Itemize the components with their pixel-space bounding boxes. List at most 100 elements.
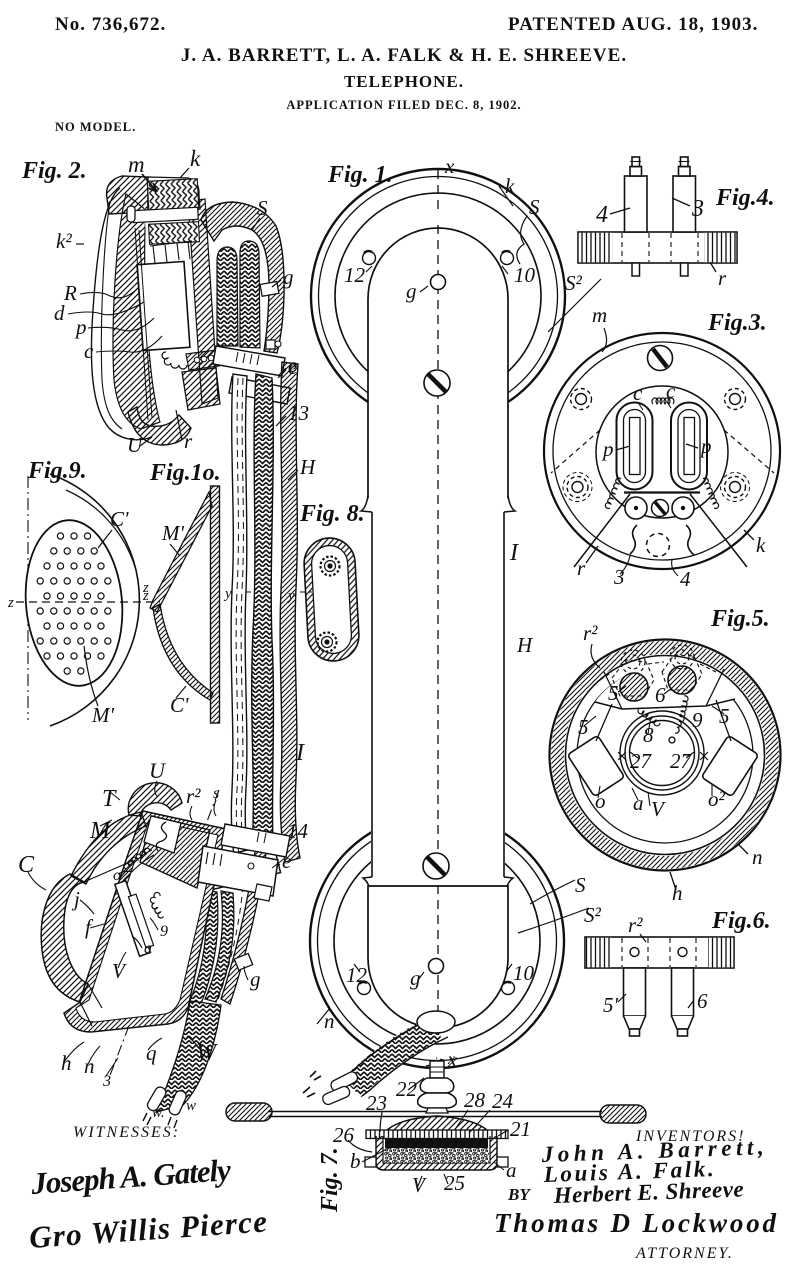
svg-text:5': 5' [603, 993, 619, 1017]
svg-text:21: 21 [510, 1117, 531, 1141]
svg-text:c: c [666, 379, 676, 403]
svg-text:Fig.1o.: Fig.1o. [149, 460, 221, 486]
svg-text:9: 9 [692, 708, 703, 732]
svg-text:j: j [71, 887, 80, 911]
svg-text:Louis A. Falk.: Louis A. Falk. [542, 1156, 714, 1187]
svg-text:o²: o² [708, 787, 726, 811]
svg-text:h: h [61, 1051, 72, 1075]
svg-text:a: a [633, 791, 644, 815]
svg-text:x: x [447, 1051, 455, 1068]
svg-text:10: 10 [513, 961, 535, 985]
svg-text:b: b [350, 1149, 361, 1173]
svg-text:28: 28 [464, 1088, 486, 1112]
svg-text:TELEPHONE.: TELEPHONE. [344, 72, 464, 91]
svg-text:h: h [672, 881, 683, 905]
svg-text:T: T [102, 786, 117, 812]
svg-text:S: S [529, 195, 540, 219]
svg-text:Fig.5.: Fig.5. [710, 606, 770, 632]
svg-text:f: f [85, 915, 94, 939]
svg-text:r²: r² [186, 784, 201, 808]
svg-text:Joseph A. Gately: Joseph A. Gately [29, 1152, 232, 1201]
svg-text:d: d [54, 301, 65, 325]
svg-text:14: 14 [287, 819, 309, 843]
svg-text:g: g [410, 966, 421, 990]
svg-text:WITNESSES:: WITNESSES: [73, 1124, 180, 1141]
svg-text:Fig.6.: Fig.6. [711, 908, 771, 934]
svg-text:p: p [699, 434, 712, 458]
svg-text:27: 27 [630, 749, 653, 773]
svg-text:C': C' [110, 507, 129, 531]
svg-text:23: 23 [366, 1091, 387, 1115]
svg-text:13: 13 [288, 401, 309, 425]
svg-text:y: y [223, 586, 232, 602]
svg-text:z: z [142, 580, 149, 596]
svg-text:5: 5 [578, 715, 589, 739]
svg-text:z: z [7, 595, 14, 611]
svg-text:25: 25 [444, 1171, 465, 1195]
svg-text:Fig. 7.: Fig. 7. [317, 1147, 343, 1213]
svg-text:r²: r² [628, 913, 643, 937]
svg-text:10: 10 [514, 263, 536, 287]
svg-text:S²: S² [565, 271, 583, 295]
svg-text:U: U [127, 433, 144, 457]
svg-text:C: C [18, 852, 35, 878]
svg-text:V: V [412, 1173, 427, 1197]
svg-text:22: 22 [396, 1077, 418, 1101]
svg-text:Fig. 1.: Fig. 1. [327, 162, 393, 188]
svg-text:ATTORNEY.: ATTORNEY. [635, 1245, 734, 1262]
svg-text:C': C' [170, 693, 189, 717]
svg-text:4: 4 [596, 202, 608, 228]
svg-text:k: k [756, 533, 766, 557]
svg-text:Fig. 8.: Fig. 8. [299, 501, 365, 527]
svg-text:12: 12 [346, 963, 368, 987]
svg-text:W: W [196, 1040, 218, 1066]
svg-text:k²: k² [56, 229, 72, 253]
svg-text:H: H [299, 455, 317, 479]
svg-text:INVENTORS!: INVENTORS! [635, 1128, 745, 1145]
svg-text:APPLICATION FILED DEC. 8, 1902: APPLICATION FILED DEC. 8, 1902. [286, 98, 521, 112]
svg-text:M': M' [91, 703, 114, 727]
svg-text:o: o [113, 867, 121, 884]
svg-text:p: p [74, 315, 87, 339]
svg-text:c: c [84, 339, 94, 363]
svg-text:k: k [505, 174, 515, 198]
svg-text:12: 12 [344, 263, 366, 287]
svg-text:p: p [601, 437, 614, 461]
svg-text:r: r [184, 429, 193, 453]
svg-text:S: S [257, 196, 268, 220]
svg-text:w.: w. [152, 1105, 165, 1121]
svg-text:Fig.9.: Fig.9. [27, 458, 87, 484]
svg-text:6: 6 [697, 989, 708, 1013]
svg-text:c: c [633, 381, 643, 405]
svg-text:Herbert E. Shreeve: Herbert E. Shreeve [552, 1176, 744, 1208]
svg-text:3: 3 [613, 565, 625, 589]
svg-text:5: 5 [719, 704, 730, 728]
svg-text:Fig. 2.: Fig. 2. [21, 158, 87, 184]
svg-text:I: I [295, 740, 305, 766]
svg-text:g: g [250, 967, 261, 991]
svg-text:e: e [288, 353, 297, 377]
svg-text:a: a [506, 1158, 517, 1182]
svg-text:V: V [112, 959, 127, 983]
svg-text:Fig.4.: Fig.4. [715, 185, 775, 211]
svg-text:g: g [283, 265, 294, 289]
svg-text:5: 5 [608, 681, 619, 705]
svg-text:H: H [516, 633, 534, 657]
svg-text:Gro Willis Pierce: Gro Willis Pierce [28, 1203, 268, 1255]
svg-text:3: 3 [102, 1073, 111, 1090]
svg-text:J. A. BARRETT, L. A. FALK & H.: J. A. BARRETT, L. A. FALK & H. E. SHREEV… [181, 45, 627, 66]
svg-text:4: 4 [680, 567, 691, 591]
svg-text:n: n [752, 845, 763, 869]
svg-text:U: U [149, 758, 167, 783]
svg-text:q: q [146, 1041, 157, 1065]
svg-text:24: 24 [492, 1089, 514, 1113]
svg-text:g: g [406, 279, 417, 303]
svg-text:z: z [142, 588, 149, 604]
svg-text:V: V [651, 797, 666, 821]
svg-text:S: S [575, 873, 586, 897]
svg-text:8: 8 [643, 723, 654, 747]
svg-text:x: x [444, 154, 455, 178]
svg-text:m: m [592, 303, 607, 327]
svg-text:R: R [63, 281, 77, 305]
svg-text:M': M' [161, 521, 184, 545]
